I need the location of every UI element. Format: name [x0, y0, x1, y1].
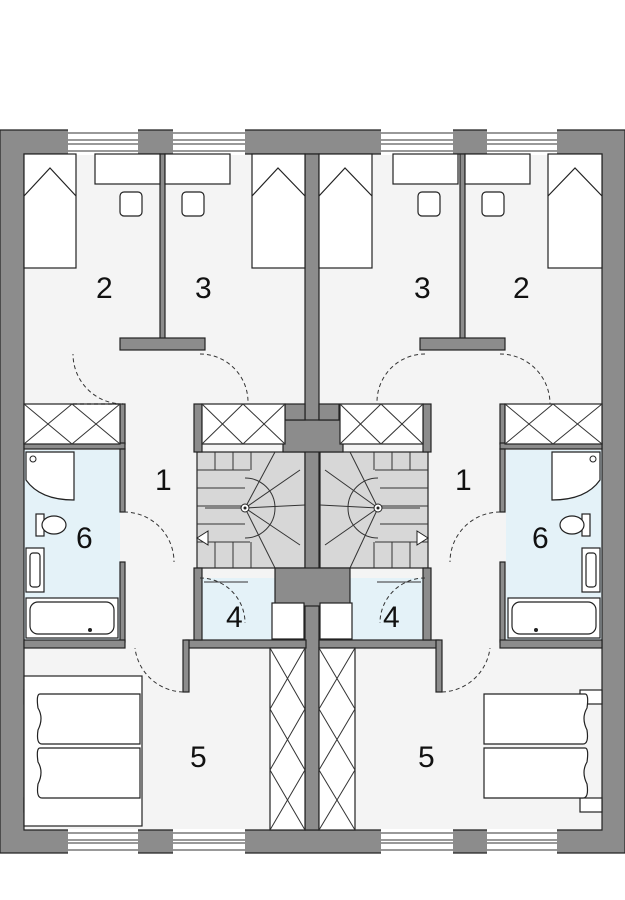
room-label-2-left: 2: [96, 272, 113, 305]
bed-left-room2: [23, 153, 77, 269]
wardrobe-left-room2: [23, 403, 121, 445]
wc-right-floor: [350, 578, 425, 640]
shower-right: [551, 451, 601, 501]
wardrobe-left-room5: [269, 647, 306, 831]
room-label-1-right: 1: [455, 464, 472, 497]
desk-left-room3: [164, 153, 231, 217]
bed-right-room2: [547, 153, 603, 269]
wc-left-floor: [200, 578, 275, 640]
door-swings: [72, 353, 551, 693]
desk-right-room3: [392, 153, 459, 217]
toilet-right: [559, 513, 591, 537]
room-labels-left: 2 3 1 6 4 5: [76, 272, 243, 774]
sink-right: [581, 547, 601, 593]
windows-top: [68, 129, 557, 155]
room-label-3-left: 3: [195, 272, 212, 305]
bed-left-room3: [251, 153, 306, 269]
party-wall: [304, 153, 320, 831]
wardrobe-right-room2: [504, 403, 603, 445]
bed-right-room3: [318, 153, 373, 269]
wardrobe-right-room3: [339, 403, 424, 445]
bathtub-right: [507, 597, 601, 639]
staircase-left: [196, 451, 306, 569]
double-bed-left: [23, 675, 143, 827]
room-label-4-left: 4: [226, 601, 243, 634]
room-label-3-right: 3: [414, 272, 431, 305]
sink-left: [25, 547, 45, 593]
staircase-right: [319, 451, 429, 569]
room-label-1-left: 1: [155, 464, 172, 497]
room-labels-right: 3 2 1 6 4 5: [383, 272, 549, 774]
interior-walls-right: [318, 153, 603, 693]
room-label-6-right: 6: [532, 522, 549, 555]
desk-right-room2: [464, 153, 531, 217]
room-label-5-right: 5: [418, 741, 435, 774]
wardrobe-right-room5: [318, 647, 356, 831]
wc-cabinet-right: [319, 581, 421, 640]
room-label-4-right: 4: [383, 601, 400, 634]
room-label-2-right: 2: [513, 272, 530, 305]
desk-left-room2: [94, 153, 161, 217]
windows-bottom: [68, 829, 557, 854]
shower-left: [25, 451, 75, 501]
toilet-left: [35, 513, 67, 537]
room-label-5-left: 5: [190, 741, 207, 774]
wardrobe-left-room3: [201, 403, 286, 445]
bathtub-left: [25, 597, 119, 639]
double-bed-right: [483, 689, 603, 813]
room-label-6-left: 6: [76, 522, 93, 555]
wc-cabinet-left: [204, 581, 305, 640]
